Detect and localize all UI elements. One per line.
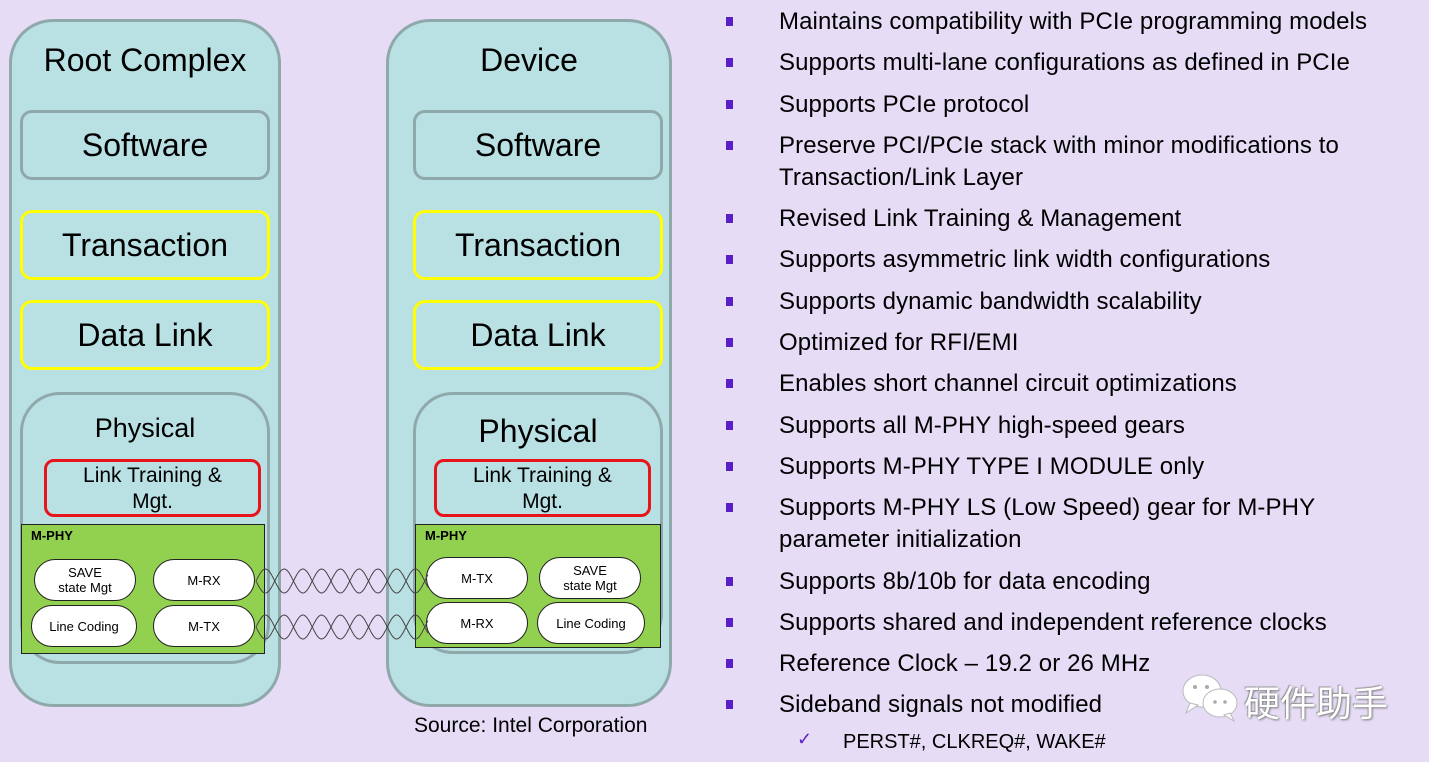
bullet-square-icon (726, 659, 733, 669)
feature-text: Maintains compatibility with PCIe progra… (779, 8, 1368, 35)
feature-item: Supports 8b/10b for data encoding (718, 566, 1429, 598)
wechat-icon (1182, 674, 1238, 723)
feature-item: Preserve PCI/PCIe stack with minor modif… (718, 130, 1429, 194)
feature-item: Supports all M-PHY high-speed gears (718, 410, 1429, 442)
feature-item: Supports asymmetric link width configura… (718, 244, 1429, 276)
feature-text: Supports asymmetric link width configura… (779, 246, 1271, 274)
bullet-square-icon (726, 420, 733, 430)
feature-item: Sideband signals not modified (718, 689, 1429, 721)
feature-item: Maintains compatibility with PCIe progra… (718, 6, 1429, 38)
feature-text: Supports M-PHY TYPE I MODULE only (779, 452, 1205, 480)
feature-text: Supports multi-lane configurations as de… (779, 49, 1350, 77)
bullet-square-icon (726, 700, 733, 710)
wire-strand (255, 614, 429, 640)
feature-item: Supports multi-lane configurations as de… (718, 47, 1429, 79)
feature-text: Reference Clock – 19.2 or 26 MHz (779, 650, 1151, 678)
feature-item: Supports M-PHY TYPE I MODULE only (718, 451, 1429, 483)
rc-link-training-block: Link Training &Mgt. (44, 459, 261, 517)
lane-rx-tx-top (255, 568, 429, 594)
feature-text: Supports M-PHY LS (Low Speed) gear for M… (779, 494, 1316, 554)
feature-item: Supports M-PHY LS (Low Speed) gear for M… (718, 492, 1429, 556)
wire-strand (255, 614, 429, 640)
device-title: Device (480, 42, 578, 78)
dev-software-layer: Software (413, 110, 663, 180)
rc-mtx-block: M-TX (153, 605, 255, 647)
feature-text: Supports all M-PHY high-speed gears (779, 411, 1185, 439)
watermark: 硬件助手 (1180, 671, 1390, 724)
feature-text: Supports dynamic bandwidth scalability (779, 287, 1202, 315)
rc-physical-title: Physical (94, 413, 196, 443)
feature-text: Supports shared and independent referenc… (779, 608, 1327, 636)
feature-item: Supports PCIe protocol (718, 89, 1429, 121)
sub-feature-text: PERST#, CLKREQ#, WAKE# (843, 731, 1106, 753)
feature-text: Preserve PCI/PCIe stack with minor modif… (779, 131, 1339, 191)
bullet-square-icon (726, 296, 733, 306)
feature-text: Supports 8b/10b for data encoding (779, 567, 1151, 595)
root-complex-title: Root Complex (43, 42, 247, 78)
dev-transaction-layer: Transaction (413, 210, 663, 280)
dev-data-link-layer: Data Link (413, 300, 663, 370)
rc-software-layer: Software (20, 110, 270, 180)
dev-mtx-block: M-TX (426, 557, 528, 599)
feature-item: Supports dynamic bandwidth scalability (718, 286, 1429, 318)
bullet-square-icon (726, 255, 733, 265)
feature-text: Revised Link Training & Management (779, 205, 1182, 233)
wire-strand (255, 568, 429, 594)
feature-item: Reference Clock – 19.2 or 26 MHz (718, 648, 1429, 680)
dev-physical-title: Physical (478, 413, 598, 449)
feature-item: Supports shared and independent referenc… (718, 607, 1429, 639)
bullet-square-icon (726, 503, 733, 513)
feature-text: Enables short channel circuit optimizati… (779, 370, 1237, 398)
bullet-square-icon (726, 576, 733, 586)
bullet-square-icon (726, 58, 733, 68)
feature-text: Sideband signals not modified (779, 691, 1103, 719)
dev-link-training-block: Link Training &Mgt. (434, 459, 651, 517)
bullet-square-icon (726, 461, 733, 471)
bullet-square-icon (726, 617, 733, 627)
dev-mrx-block: M-RX (426, 602, 528, 644)
feature-text: Supports PCIe protocol (779, 90, 1030, 118)
bullet-square-icon (726, 338, 733, 348)
rc-data-link-layer: Data Link (20, 300, 270, 370)
bullet-square-icon (726, 214, 733, 224)
bullet-square-icon (726, 17, 733, 26)
feature-text: Optimized for RFI/EMI (779, 329, 1019, 357)
bullet-square-icon (726, 379, 733, 389)
wire-strand (255, 568, 429, 594)
feature-list: Maintains compatibility with PCIe progra… (718, 6, 1429, 731)
dev-line-coding-block: Line Coding (537, 602, 645, 644)
bullet-square-icon (726, 99, 733, 109)
watermark-text: 硬件助手 (1244, 683, 1389, 724)
bullet-square-icon (726, 140, 733, 150)
rc-mphy-label: M-PHY (31, 528, 73, 543)
dev-mphy-label: M-PHY (425, 528, 467, 543)
feature-item: Revised Link Training & Management (718, 203, 1429, 235)
feature-item: Optimized for RFI/EMI (718, 327, 1429, 359)
source-caption: Source: Intel Corporation (414, 714, 648, 737)
rc-mrx-block: M-RX (153, 559, 255, 601)
rc-line-coding-block: Line Coding (31, 605, 137, 647)
checkmark-icon: ✓ (797, 729, 813, 749)
feature-item: Enables short channel circuit optimizati… (718, 368, 1429, 400)
rc-transaction-layer: Transaction (20, 210, 270, 280)
lane-tx-rx-bottom (255, 614, 429, 640)
